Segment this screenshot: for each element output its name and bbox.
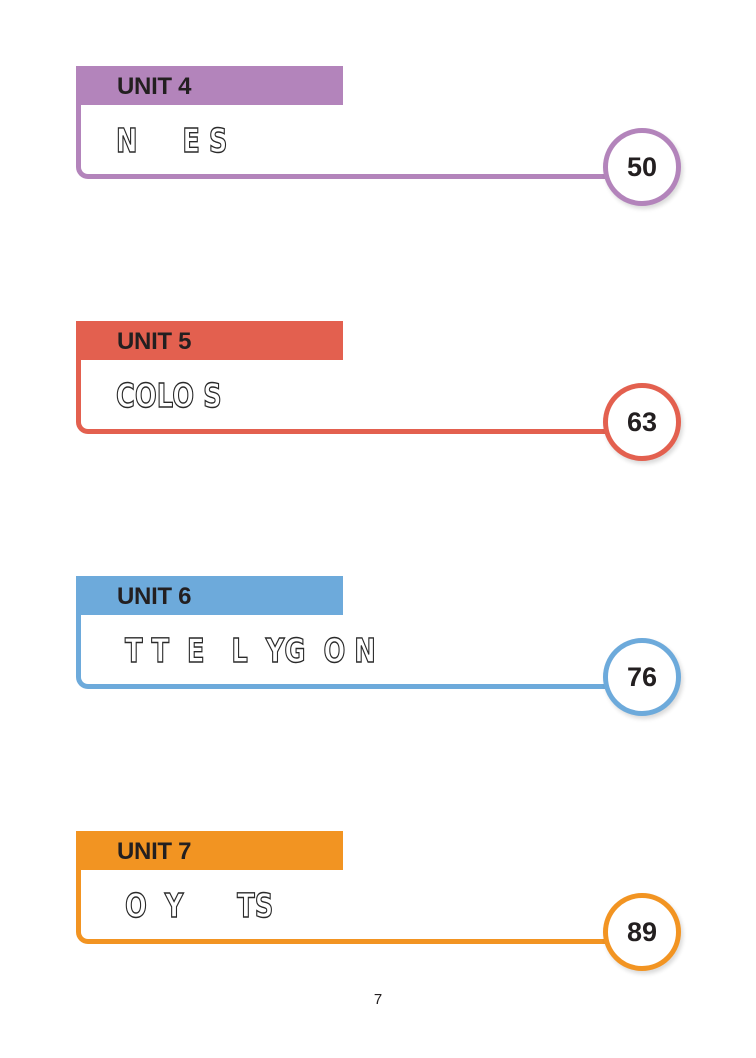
unit-label: UNIT 6 (76, 576, 343, 615)
unit-frame (76, 614, 636, 689)
unit-4-entry[interactable]: UNIT 4 N E S 50 (76, 66, 682, 208)
unit-label: UNIT 4 (76, 66, 343, 105)
unit-title: COLO S (115, 375, 222, 415)
unit-frame (76, 869, 636, 944)
page-badge: 63 (603, 383, 681, 461)
page-badge: 50 (603, 128, 681, 206)
unit-label: UNIT 5 (76, 321, 343, 360)
unit-label: UNIT 7 (76, 831, 343, 870)
unit-title: O Y TS (116, 885, 274, 925)
page-badge: 76 (603, 638, 681, 716)
unit-5-entry[interactable]: UNIT 5 COLO S 63 (76, 321, 682, 463)
unit-frame (76, 104, 636, 179)
unit-6-entry[interactable]: UNIT 6 T T E L YG O N 76 (76, 576, 682, 718)
unit-title: N E S (115, 120, 228, 160)
unit-title: T T E L YG O N (116, 630, 376, 670)
page-number: 7 (373, 991, 383, 1008)
unit-frame (76, 359, 636, 434)
unit-7-entry[interactable]: UNIT 7 O Y TS 89 (76, 831, 682, 973)
page-badge: 89 (603, 893, 681, 971)
